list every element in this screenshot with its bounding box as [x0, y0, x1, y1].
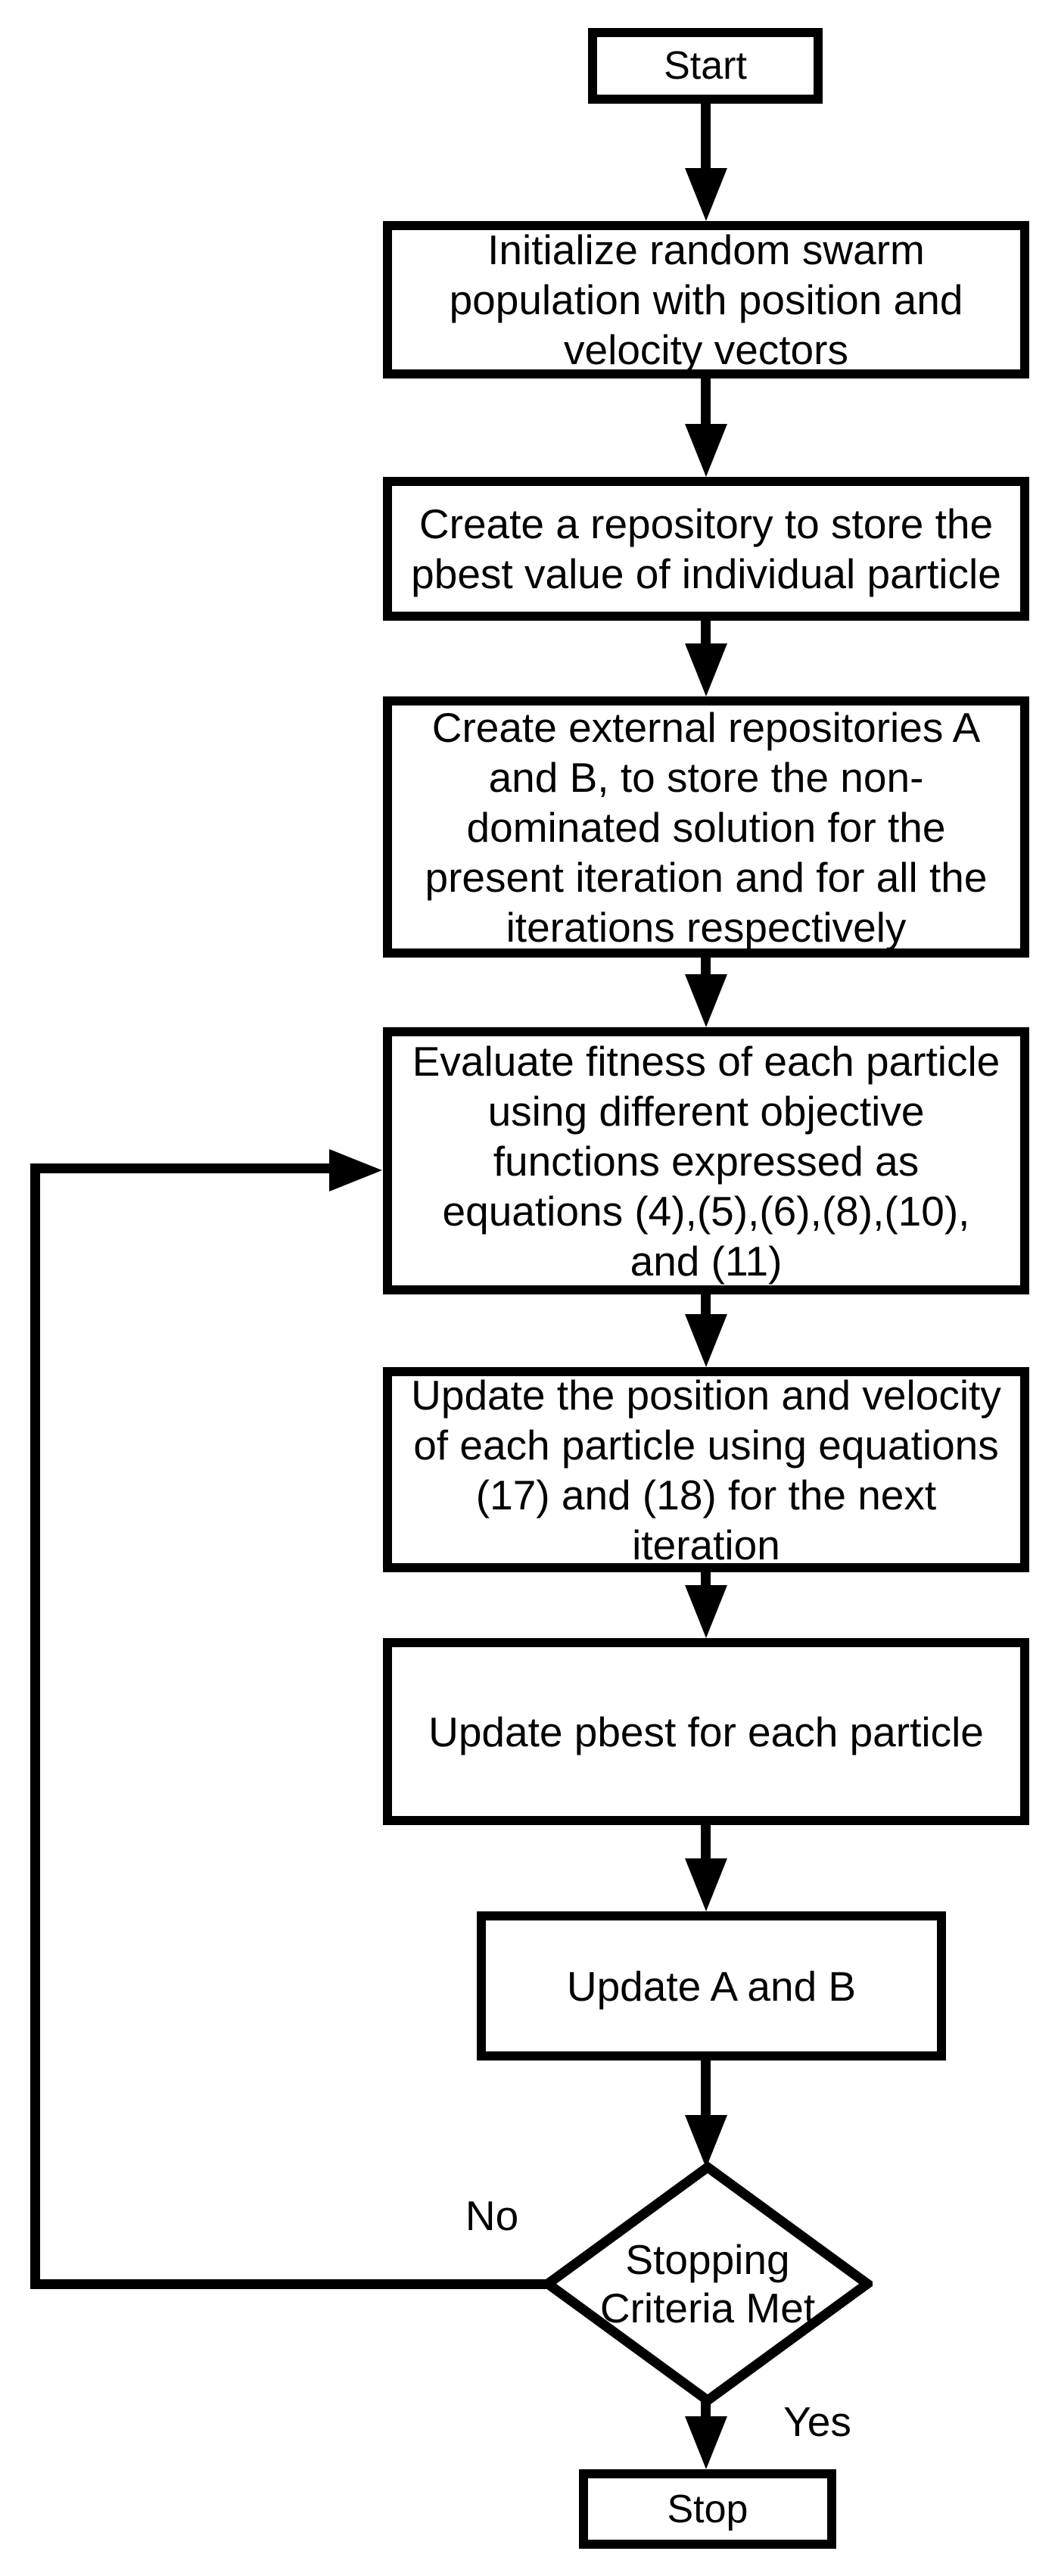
external-repositories-box: Create external repositories A and B, to…	[383, 696, 1029, 958]
arrow-head	[685, 1585, 727, 1638]
pbest-repository-label: Create a repository to store the pbest v…	[411, 500, 1001, 597]
external-repositories-label: Create external repositories A and B, to…	[425, 703, 988, 951]
arrow-head	[685, 168, 727, 221]
loop-top-line	[30, 1163, 329, 1173]
stop-label: Stop	[667, 2487, 748, 2531]
arrow-shaft	[701, 100, 711, 168]
arrow-head	[685, 974, 727, 1027]
arrow-shaft	[701, 2057, 711, 2115]
start-node: Start	[588, 28, 823, 104]
stopping-criteria-decision: Stopping Criteria Met	[543, 2162, 873, 2406]
arrow-head	[685, 643, 727, 696]
update-pbest-label: Update pbest for each particle	[428, 1708, 984, 1755]
update-position-velocity-label: Update the position and velocity of each…	[411, 1371, 1001, 1568]
no-edge-label: No	[465, 2192, 519, 2239]
loop-left-line	[30, 1163, 40, 2289]
arrow-shaft	[701, 1288, 711, 1314]
loop-arrow-head	[329, 1149, 382, 1191]
start-label: Start	[664, 44, 747, 88]
update-pbest-box: Update pbest for each particle	[383, 1638, 1029, 1825]
arrow-head	[685, 1314, 727, 1367]
stopping-criteria-label: Stopping Criteria Met	[599, 2236, 816, 2331]
update-a-b-label: Update A and B	[566, 1962, 857, 2010]
update-a-b-box: Update A and B	[477, 1911, 946, 2060]
arrow-shaft	[701, 1822, 711, 1858]
yes-edge-label: Yes	[783, 2398, 851, 2445]
arrow-head	[685, 424, 727, 477]
loop-bottom-line	[30, 2279, 548, 2289]
arrow-head	[685, 2115, 727, 2168]
initialize-swarm-label: Initialize random swarm population with …	[449, 226, 963, 373]
evaluate-fitness-box: Evaluate fitness of each particle using …	[383, 1027, 1029, 1294]
arrow-shaft	[701, 618, 711, 643]
initialize-swarm-box: Initialize random swarm population with …	[383, 221, 1029, 378]
arrow-head	[685, 2416, 727, 2469]
arrow-shaft	[701, 375, 711, 424]
arrow-shaft	[701, 955, 711, 974]
stop-node: Stop	[579, 2469, 836, 2549]
arrow-shaft	[701, 2396, 711, 2416]
update-position-velocity-box: Update the position and velocity of each…	[383, 1367, 1029, 1572]
pbest-repository-box: Create a repository to store the pbest v…	[383, 477, 1029, 621]
arrow-shaft	[701, 1569, 711, 1585]
arrow-head	[685, 1858, 727, 1911]
evaluate-fitness-label: Evaluate fitness of each particle using …	[412, 1037, 1000, 1285]
